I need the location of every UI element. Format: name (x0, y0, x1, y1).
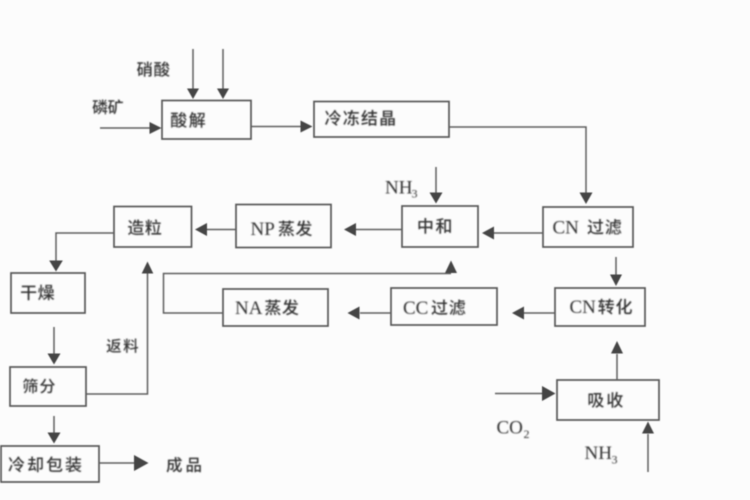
svg-text:2: 2 (524, 427, 530, 441)
svg-text:3: 3 (412, 187, 418, 201)
svg-text:NA: NA (235, 298, 263, 319)
svg-text:3: 3 (612, 453, 618, 467)
svg-text:NH: NH (385, 178, 413, 199)
svg-text:CO: CO (497, 418, 523, 439)
svg-text:CN: CN (570, 297, 597, 318)
svg-text:CC: CC (403, 298, 428, 319)
svg-text:CN: CN (553, 217, 580, 238)
svg-text:NP: NP (251, 219, 275, 240)
svg-text:NH: NH (585, 443, 613, 464)
